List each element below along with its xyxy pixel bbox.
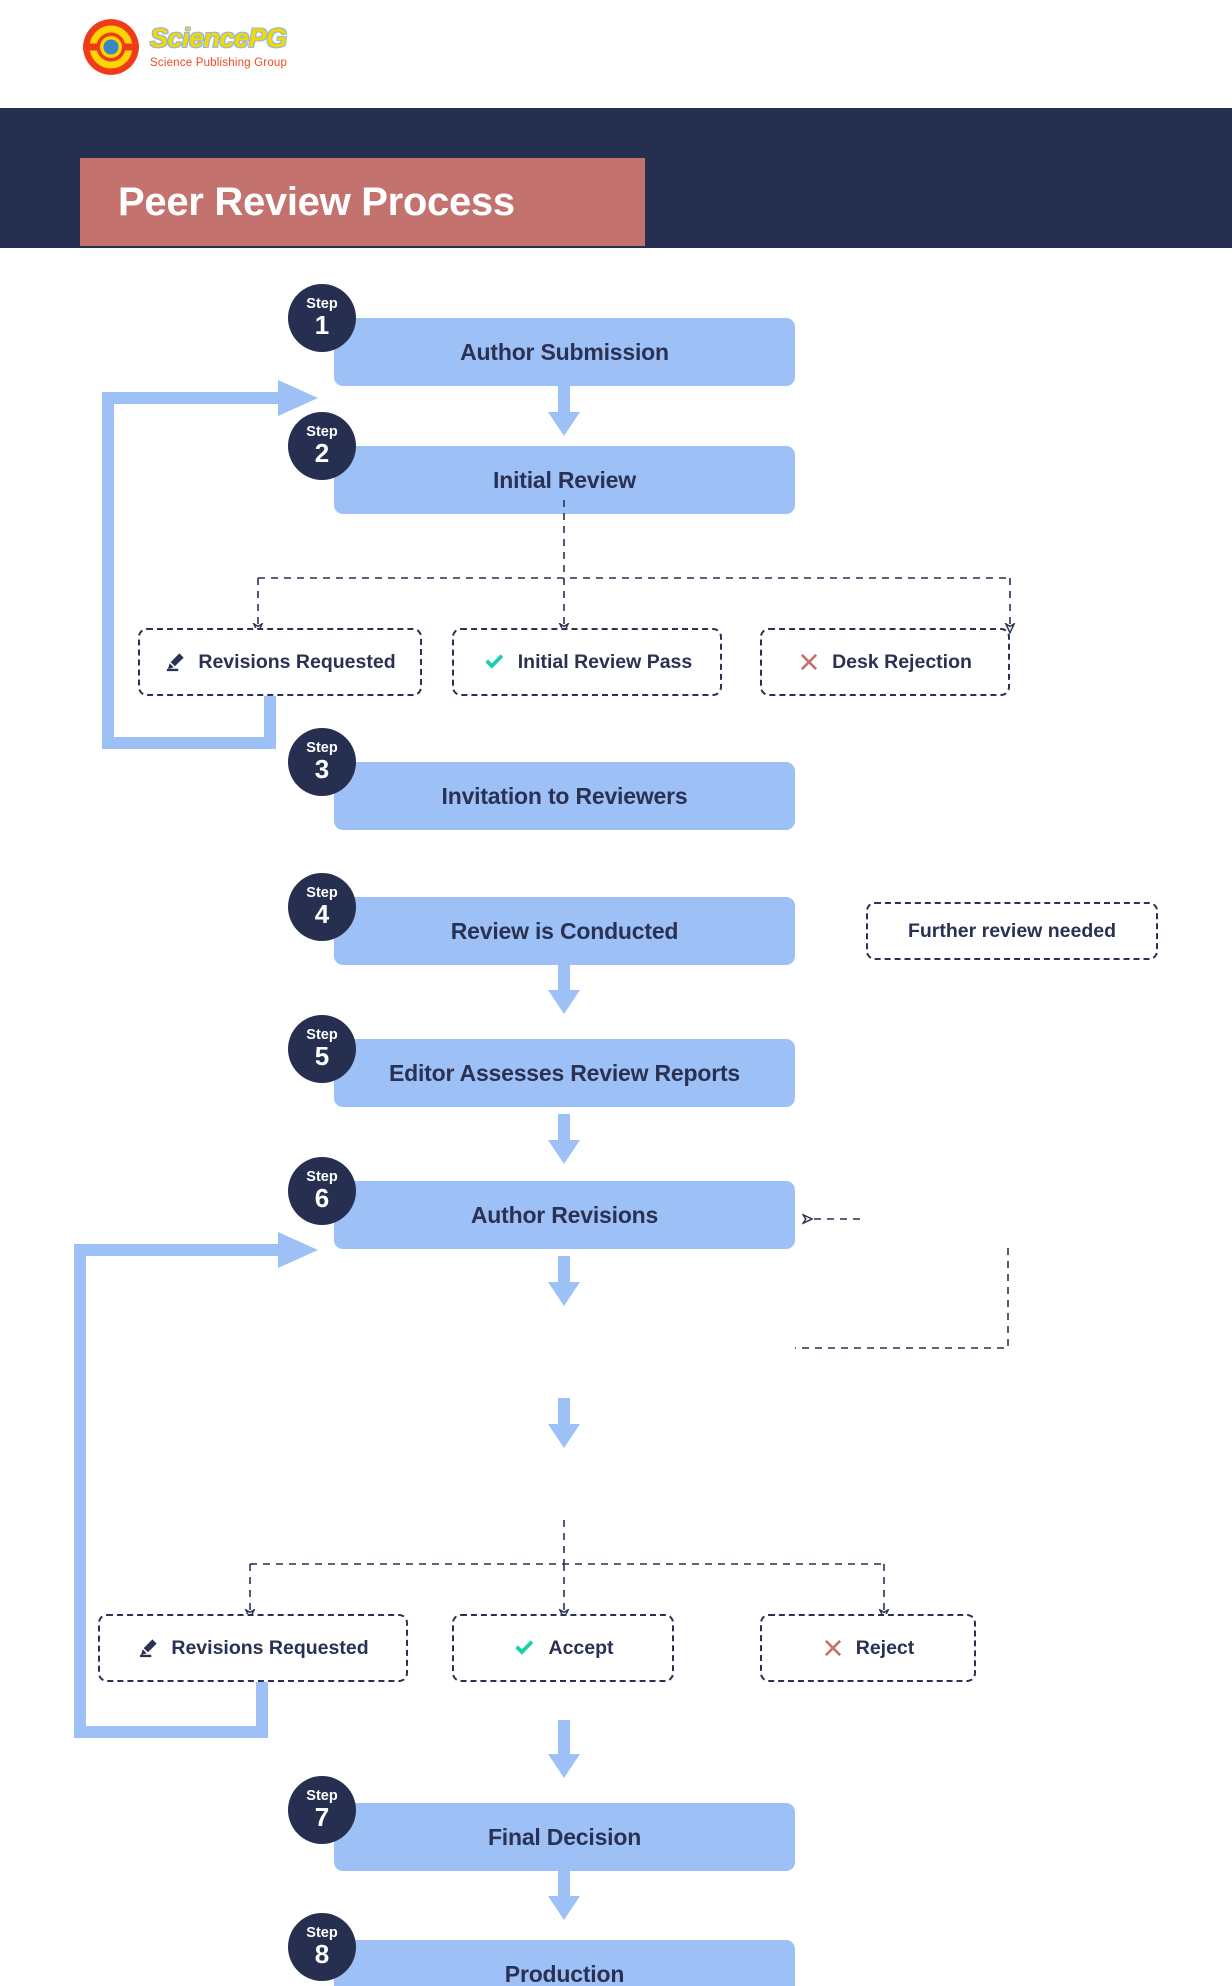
step-box-6[interactable]: Author Revisions: [334, 1181, 795, 1249]
outcome-initial-review-pass[interactable]: Initial Review Pass: [452, 628, 722, 696]
outcome-reject[interactable]: Reject: [760, 1614, 976, 1682]
outcome-label: Desk Rejection: [832, 650, 972, 673]
check-icon: [482, 650, 506, 674]
note-label: Further review needed: [907, 919, 1117, 942]
outcome-accept[interactable]: Accept: [452, 1614, 674, 1682]
step-box-7[interactable]: Final Decision: [334, 1803, 795, 1871]
step-number: 6: [314, 1183, 330, 1214]
outcome-desk-rejection[interactable]: Desk Rejection: [760, 628, 1010, 696]
brand-header: SciencePG Science Publishing Group: [0, 0, 1232, 108]
outcome-revisions-requested-1[interactable]: Revisions Requested: [138, 628, 422, 696]
step-word: Step: [306, 1924, 338, 1941]
step-badge-5: Step 5: [288, 1015, 356, 1083]
step-label-2: Initial Review: [493, 466, 636, 493]
step-label-4: Review is Conducted: [450, 917, 679, 944]
step-label-5: Editor Assesses Review Reports: [388, 1059, 741, 1086]
step-badge-4: Step 4: [288, 873, 356, 941]
step-word: Step: [306, 739, 338, 756]
step-number: 2: [314, 438, 330, 469]
pencil-icon: [164, 651, 186, 673]
step-word: Step: [306, 423, 338, 440]
step-number: 8: [314, 1939, 330, 1970]
brand-name: SciencePG: [150, 22, 287, 53]
step-badge-1: Step 1: [288, 284, 356, 352]
step-badge-6: Step 6: [288, 1157, 356, 1225]
pencil-icon: [137, 1637, 159, 1659]
check-icon: [512, 1636, 536, 1660]
step-box-4[interactable]: Review is Conducted: [334, 897, 795, 965]
step-label-6: Author Revisions: [470, 1201, 659, 1228]
step-box-8[interactable]: Production: [334, 1940, 795, 1986]
step-word: Step: [306, 1026, 338, 1043]
outcome-label: Revisions Requested: [198, 650, 396, 673]
brand-logo[interactable]: SciencePG Science Publishing Group: [82, 18, 287, 76]
step-badge-8: Step 8: [288, 1913, 356, 1981]
flow-canvas: Step 1 Author Submission Step 2 Initial …: [0, 248, 1232, 1986]
step-box-3[interactable]: Invitation to Reviewers: [334, 762, 795, 830]
step-number: 4: [314, 899, 330, 930]
step-label-3: Invitation to Reviewers: [441, 782, 688, 809]
step-box-2[interactable]: Initial Review: [334, 446, 795, 514]
step-number: 1: [314, 310, 330, 341]
step-label-8: Production: [504, 1960, 625, 1986]
sciencepg-ring-logo-icon: [83, 19, 139, 75]
note-further-review-needed[interactable]: Further review needed: [866, 902, 1158, 960]
title-plate: Peer Review Process: [80, 158, 645, 246]
step-word: Step: [306, 1168, 338, 1185]
step-number: 7: [314, 1802, 330, 1833]
step-word: Step: [306, 884, 338, 901]
brand-tagline: Science Publishing Group: [150, 56, 288, 69]
step-badge-7: Step 7: [288, 1776, 356, 1844]
step-label-1: Author Submission: [460, 338, 669, 365]
step-word: Step: [306, 1787, 338, 1804]
step-number: 5: [314, 1041, 330, 1072]
cross-icon: [822, 1637, 844, 1659]
step-box-1[interactable]: Author Submission: [334, 318, 795, 386]
step-badge-3: Step 3: [288, 728, 356, 796]
outcome-label: Initial Review Pass: [517, 650, 693, 673]
step-word: Step: [306, 295, 338, 312]
outcome-label: Accept: [548, 1636, 614, 1659]
outcome-revisions-requested-2[interactable]: Revisions Requested: [98, 1614, 408, 1682]
step-label-7: Final Decision: [487, 1823, 642, 1850]
step-number: 3: [314, 754, 330, 785]
outcome-label: Revisions Requested: [171, 1636, 369, 1659]
step-badge-2: Step 2: [288, 412, 356, 480]
cross-icon: [798, 651, 820, 673]
outcome-label: Reject: [855, 1636, 915, 1659]
page-title: Peer Review Process: [118, 179, 515, 224]
step-box-5[interactable]: Editor Assesses Review Reports: [334, 1039, 795, 1107]
